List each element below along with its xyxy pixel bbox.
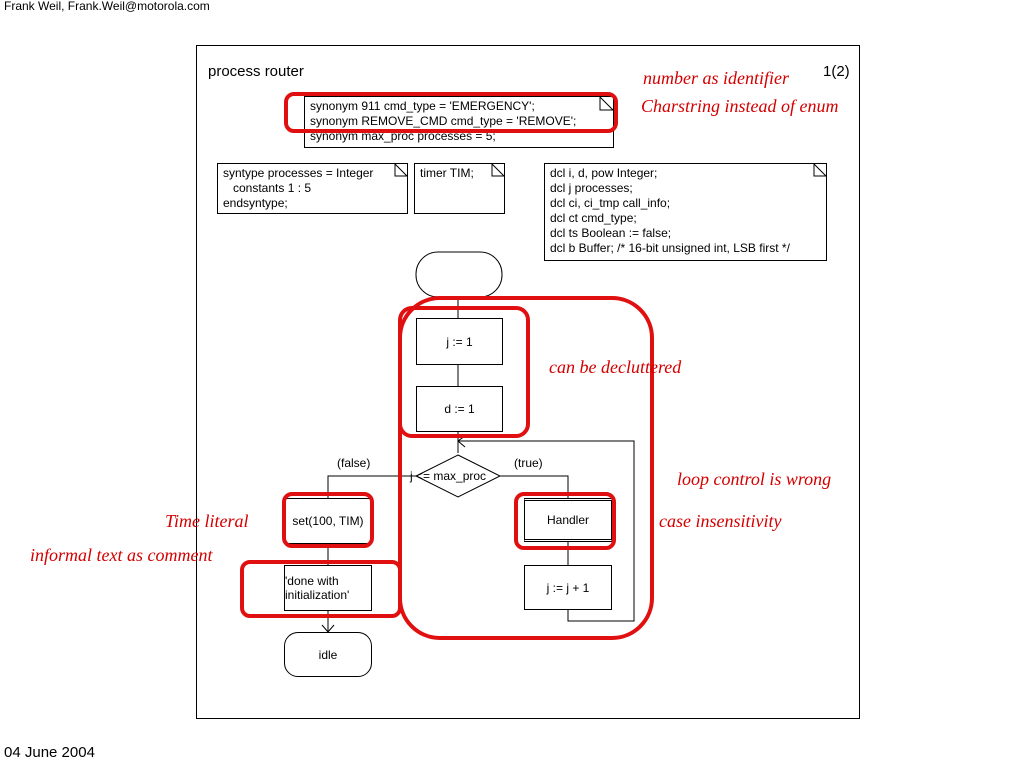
note-fold [599,95,615,111]
annotation-charstring: Charstring instead of enum [641,96,839,116]
flow-line [327,475,416,498]
highlight-init [398,306,530,438]
task-increment: j := j + 1 [524,565,612,610]
note-fold [491,162,506,177]
note-fold [813,162,828,177]
annotation-time-literal: Time literal [165,511,249,531]
annotation-number-identifier: number as identifier [643,68,789,88]
highlight-comment [240,560,402,618]
note-fold [394,162,409,177]
decision-diamond [414,454,502,498]
diagram-title: process router [208,63,304,80]
diagram-frame [196,45,860,719]
task-j-init: j := 1 [416,318,503,365]
date-footer: 04 June 2004 [4,744,95,761]
annotation-case: case insensitivity [659,511,782,531]
flow-line [500,475,569,498]
syntype-note: syntype processes = Integer constants 1 … [217,163,408,214]
author-header: Frank Weil, Frank.Weil@motorola.com [4,0,210,13]
timer-note: timer TIM; [414,163,505,214]
false-branch-label: (false) [337,456,371,470]
task-d-init: d := 1 [416,386,503,432]
decision-label: j <= max_proc [410,469,487,483]
loop-line [458,440,635,622]
highlight-handler [514,492,616,550]
comment-task-box: 'done with initialization' [284,565,372,611]
highlight-set-timer [282,492,374,548]
highlight-loop [398,296,654,640]
set-timer-box: set(100, TIM) [284,498,372,544]
annotation-informal-text: informal text as comment [30,545,213,565]
true-branch-label: (true) [514,456,543,470]
page-number: 1(2) [823,63,850,80]
annotation-loop-control: loop control is wrong [677,469,832,489]
highlight-synonyms [284,92,618,133]
idle-state: idle [284,632,372,677]
handler-procedure: Handler [524,498,612,542]
annotation-decluttered: can be decluttered [549,357,682,377]
dcl-note: dcl i, d, pow Integer; dcl j processes; … [544,163,827,261]
